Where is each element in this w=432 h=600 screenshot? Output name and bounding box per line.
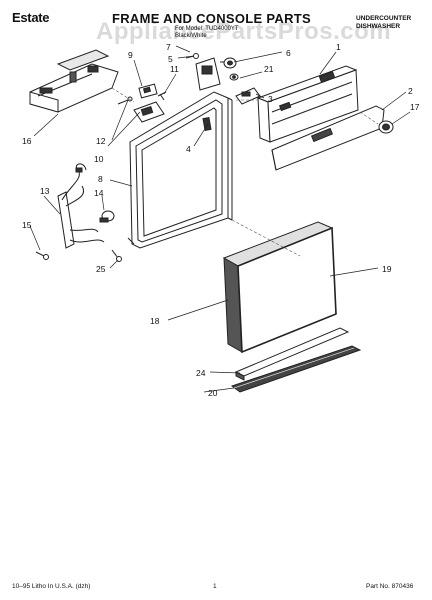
callout-2: 2 [408,86,413,96]
callout-6: 6 [286,48,291,58]
callout-21: 21 [264,64,274,74]
model-number: For Model: TUD4000YT [175,26,239,32]
callout-3: 3 [268,94,273,104]
callout-14: 14 [94,188,104,198]
callout-1: 1 [336,42,341,52]
color-line: Black/White [175,33,207,39]
part-3-switch [235,87,261,105]
callout-18: 18 [150,316,160,326]
callout-5: 5 [168,54,173,64]
callout-16: 16 [22,136,32,146]
part-17-knob [378,120,394,134]
brand-logo: Estate [12,10,50,25]
callout-13: 13 [40,186,50,196]
page-number: 1 [213,583,217,590]
print-code: 10–95 Litho In U.S.A. (dzh) [12,583,91,590]
callout-24: 24 [196,368,206,378]
wiring-harness [35,163,115,260]
hinge-cluster [117,83,167,123]
part-16-cover [29,49,119,113]
callout-8: 8 [98,174,103,184]
callout-10: 10 [94,154,104,164]
guide-lines [111,87,379,257]
part-20-strip [230,345,362,393]
callout-12: 12 [96,136,106,146]
callout-labels: 1 2 3 4 5 6 7 8 9 10 11 12 13 14 15 16 1… [22,42,420,398]
callout-4: 4 [186,144,191,154]
callout-20: 20 [208,388,218,398]
dishwasher-type-line1: UNDERCOUNTER [356,15,412,22]
callout-7: 7 [166,42,171,52]
part-1-console [256,65,359,143]
callout-17: 17 [410,102,420,112]
part-25-screw [111,249,122,262]
part-24-trim [234,327,350,381]
part-number: Part No. 870436 [366,583,414,590]
part-8-frame [127,91,233,249]
part-18-19-door-panel [222,221,337,354]
callout-19: 19 [382,264,392,274]
leader-lines [29,45,411,393]
callout-25: 25 [96,264,106,274]
page-title: FRAME AND CONSOLE PARTS [112,11,312,26]
part-2-console-panel [271,105,385,171]
callout-11: 11 [170,64,179,74]
callout-9: 9 [128,50,133,60]
latch-assembly [185,53,239,91]
dishwasher-type-line2: DISHWASHER [356,23,401,30]
callout-15: 15 [22,220,32,230]
watermark: AppliancePartsPros.com [96,18,392,45]
